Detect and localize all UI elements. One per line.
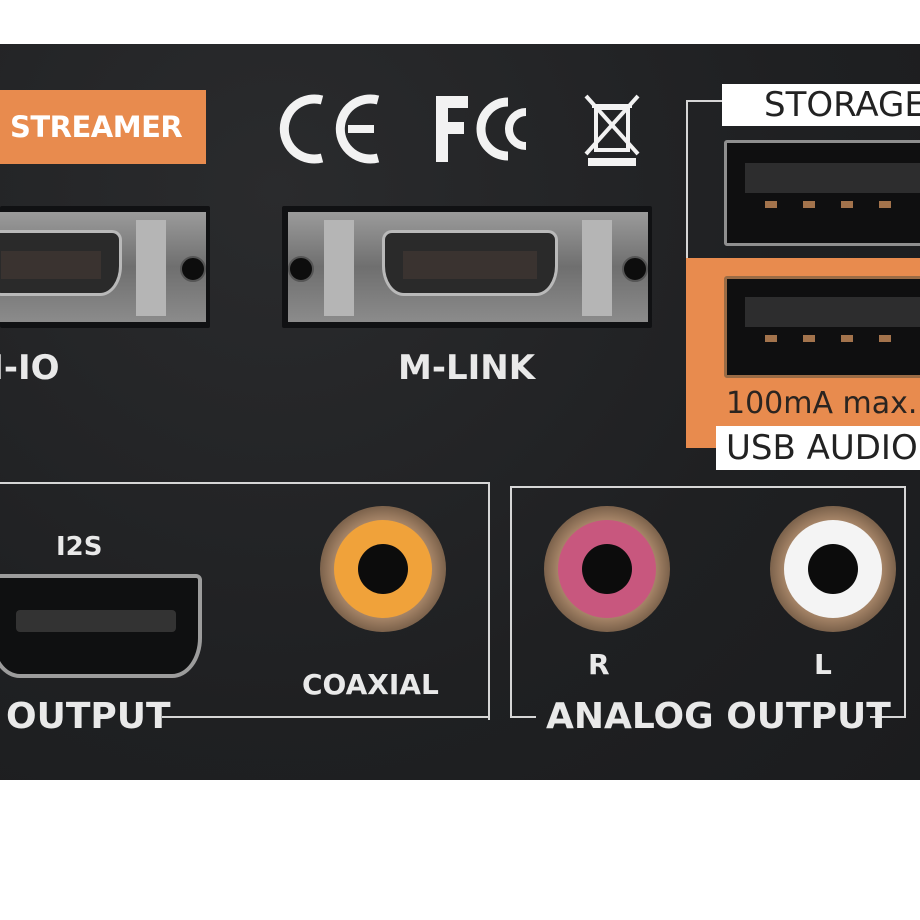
weee-bin-icon [582,92,642,170]
digital-output-label: OUTPUT [6,696,171,737]
left-channel-rca-jack[interactable] [770,506,896,632]
left-channel-label: L [814,648,832,681]
fcc-mark-icon [430,90,540,168]
i2s-label: I2S [56,532,103,562]
right-channel-rca-jack[interactable] [544,506,670,632]
usb-audio-label: USB AUDIO [716,426,920,470]
coaxial-rca-jack[interactable] [320,506,446,632]
m-link-port[interactable] [282,206,652,328]
i2s-port[interactable] [0,574,202,678]
usb-audio-port[interactable] [724,276,920,378]
ce-mark-icon [278,90,388,168]
storage-label: STORAGE [722,84,920,126]
digital-output-outline [0,482,490,720]
usb-current-label: 100mA max. [726,386,918,421]
analog-underline-right [870,716,904,718]
coaxial-label: COAXIAL [302,668,439,701]
analog-output-outline [510,486,906,718]
analog-underline-left [510,716,536,718]
m-link-label: M-LINK [398,348,536,388]
m-io-label: M-IO [0,348,60,388]
analog-output-label: ANALOG OUTPUT [546,696,891,737]
storage-usb-port[interactable] [724,140,920,246]
m-io-port[interactable] [0,206,210,328]
streamer-label-tag: STREAMER [0,90,206,164]
digital-output-underline [162,716,488,718]
device-rear-panel: STREAMER M-IO [0,44,920,780]
streamer-label: STREAMER [10,110,183,144]
right-channel-label: R [588,648,610,681]
